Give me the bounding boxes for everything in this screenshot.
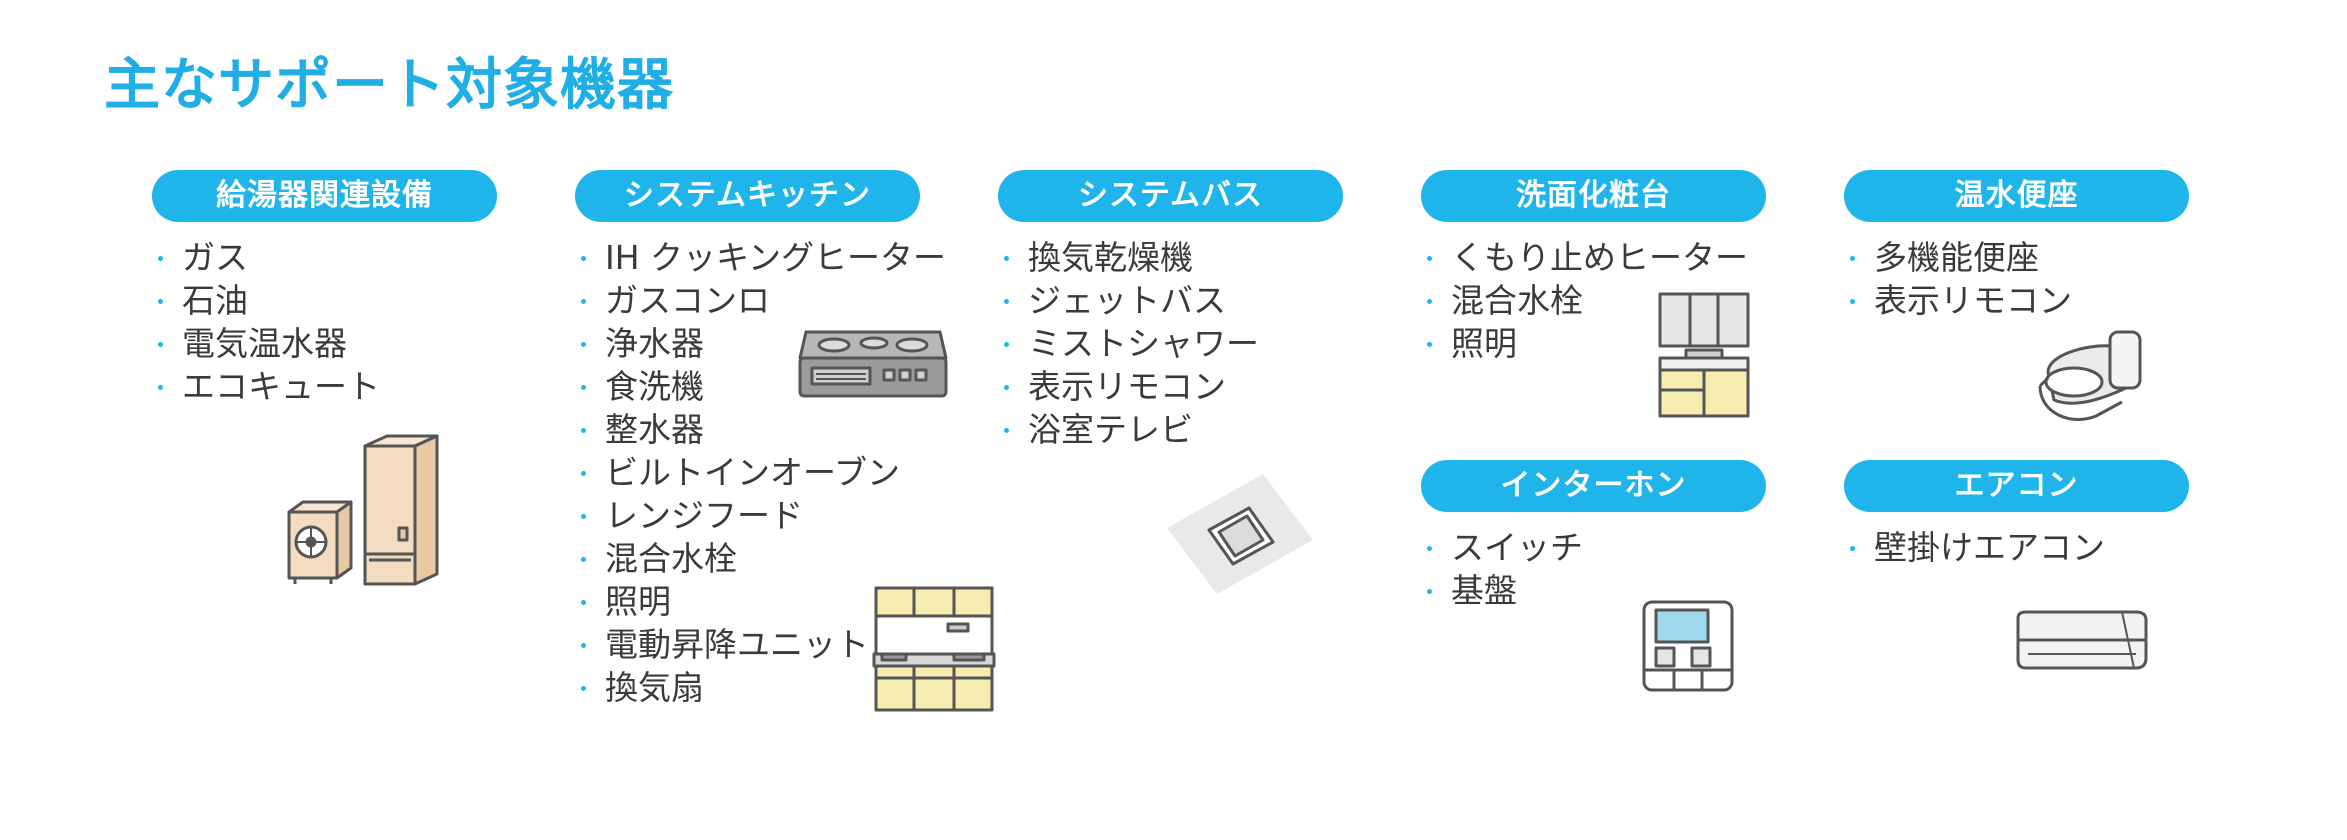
category-label: システムバス [998,170,1343,222]
list-item: 石油 [152,279,497,322]
category-label: 温水便座 [1844,170,2189,222]
category-label: エアコン [1844,460,2189,512]
item-list: 壁掛けエアコン [1844,526,2189,569]
list-item: 整水器 [575,408,920,451]
list-item: 電動昇降ユニット [575,623,920,666]
item-list: IH クッキングヒーター ガスコンロ 浄水器 食洗機 整水器 ビルトインオーブン… [575,236,946,709]
list-item: 混合水栓 [1421,279,1766,322]
list-item: 照明 [1421,322,1766,365]
category-label: インターホン [1421,460,1766,512]
list-item: ビルトインオーブン [575,451,920,494]
kitchen-icon [872,586,996,712]
intercom-icon [1642,600,1734,692]
list-item: 多機能便座 [1844,236,2189,279]
category-toilet: 温水便座 多機能便座 表示リモコン [1844,170,2189,322]
category-label: 洗面化粧台 [1421,170,1766,222]
list-item: 電気温水器 [152,322,497,365]
list-item: ミストシャワー [998,322,1343,365]
vanity-icon [1658,292,1750,418]
item-list: 多機能便座 表示リモコン [1844,236,2189,322]
cooktop-icon [798,330,948,398]
list-item: 浄水器 [575,322,920,365]
bath-dryer-icon [1167,474,1313,594]
category-label: システムキッチン [575,170,920,222]
list-item: くもり止めヒーター [1421,236,1766,279]
list-item: 食洗機 [575,365,920,408]
category-kitchen: システムキッチン IH クッキングヒーター ガスコンロ 浄水器 食洗機 整水器 … [575,170,946,709]
item-list: ガス 石油 電気温水器 エコキュート [152,236,497,408]
list-item: 照明 [575,580,920,623]
list-item: 換気扇 [575,666,920,709]
list-item: 表示リモコン [1844,279,2189,322]
category-vanity: 洗面化粧台 くもり止めヒーター 混合水栓 照明 [1421,170,1766,365]
toilet-seat-icon [2038,330,2142,421]
list-item: ジェットバス [998,279,1343,322]
list-item: エコキュート [152,365,497,408]
list-item: 表示リモコン [998,365,1343,408]
list-item: 混合水栓 [575,537,920,580]
air-conditioner-icon [2016,610,2148,670]
category-water-heater: 給湯器関連設備 ガス 石油 電気温水器 エコキュート [152,170,497,408]
category-label: 給湯器関連設備 [152,170,497,222]
item-list: くもり止めヒーター 混合水栓 照明 [1421,236,1766,365]
list-item: スイッチ [1421,526,1766,569]
category-aircon: エアコン 壁掛けエアコン [1844,460,2189,569]
category-bath: システムバス 換気乾燥機 ジェットバス ミストシャワー 表示リモコン 浴室テレビ [998,170,1343,451]
water-heater-icon [287,434,439,586]
item-list: スイッチ 基盤 [1421,526,1766,612]
list-item: ガス [152,236,497,279]
list-item: ガスコンロ [575,279,920,322]
item-list: 換気乾燥機 ジェットバス ミストシャワー 表示リモコン 浴室テレビ [998,236,1343,451]
list-item: 基盤 [1421,569,1766,612]
list-item: 換気乾燥機 [998,236,1343,279]
list-item: 壁掛けエアコン [1844,526,2189,569]
list-item: IH クッキングヒーター [575,236,946,279]
list-item: 浴室テレビ [998,408,1343,451]
page-title: 主なサポート対象機器 [104,53,674,118]
category-intercom: インターホン スイッチ 基盤 [1421,460,1766,612]
list-item: レンジフード [575,494,920,537]
